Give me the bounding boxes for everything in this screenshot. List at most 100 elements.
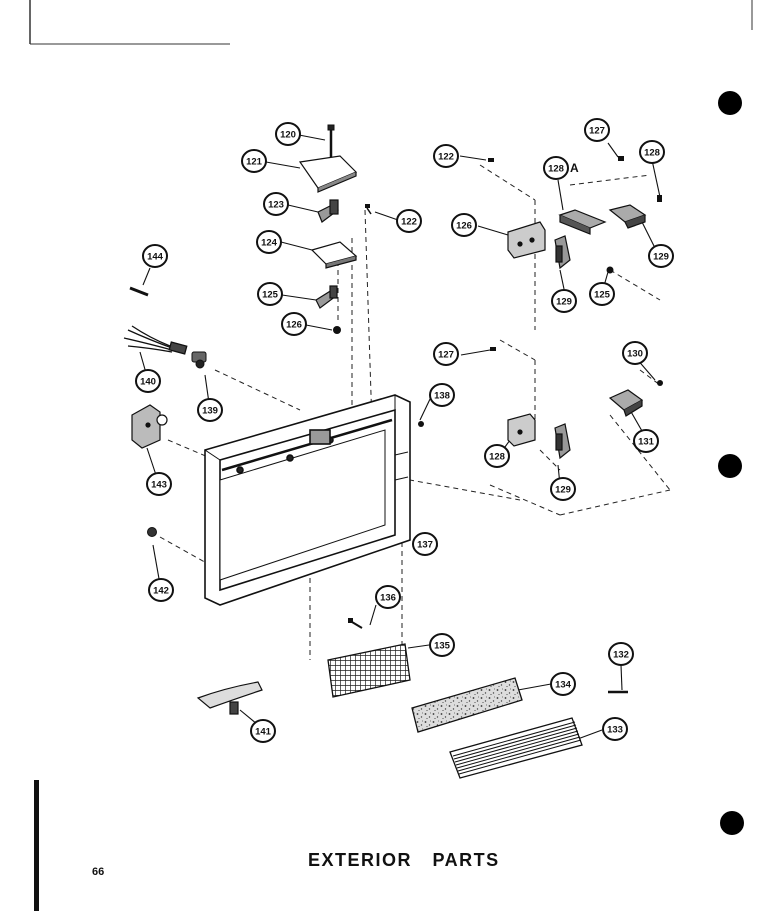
callout-bubble [197, 398, 223, 422]
part-nut-142 [147, 527, 157, 537]
callout-label: 127 [589, 126, 605, 137]
callout-label: 124 [261, 238, 278, 249]
callout-120: 120 [275, 122, 301, 146]
callout-140: 140 [135, 369, 161, 393]
part-screw-122b [488, 158, 494, 162]
callout-label: 139 [202, 406, 218, 417]
callout-label: 129 [556, 297, 572, 308]
callout-142: 142 [148, 578, 174, 602]
callout-label: 138 [434, 391, 450, 402]
part-hinge-129a [554, 235, 571, 270]
callout-bubble [484, 444, 510, 468]
callout-125: 125 [257, 282, 283, 306]
callout-bubble [142, 244, 168, 268]
callout-141: 141 [250, 719, 276, 743]
callout-122: 122 [396, 209, 422, 233]
diagram-caption: EXTERIOR PARTS [308, 850, 500, 870]
callout-label: 122 [401, 217, 417, 228]
callout-bubble [551, 289, 577, 313]
callout-121: 121 [241, 149, 267, 173]
callout-label: 132 [613, 650, 629, 661]
callout-bubble [433, 144, 459, 168]
callout-bubble [396, 209, 422, 233]
punch-holes [718, 91, 744, 835]
callout-label: 123 [268, 200, 284, 211]
callout-123: 123 [263, 192, 289, 216]
callout-bubble [451, 213, 477, 237]
part-bracket-128c [507, 413, 536, 447]
callout-label: 134 [555, 680, 572, 691]
callout-132: 132 [608, 642, 634, 666]
part-screw-127b [490, 347, 496, 351]
callout-bubble [608, 642, 634, 666]
part-filter-panel-134 [411, 677, 523, 733]
callout-label: 129 [653, 252, 669, 263]
callout-label: 130 [627, 349, 643, 360]
part-front-frame-137 [204, 394, 411, 606]
callout-bubble [146, 472, 172, 496]
callout-129: 129 [550, 477, 576, 501]
callout-label: 140 [140, 377, 156, 388]
callout-bubble [281, 312, 307, 336]
callout-label: 128 [489, 452, 505, 463]
callout-label: 142 [153, 586, 169, 597]
callout-bubble [550, 477, 576, 501]
callout-137: 137 [412, 532, 438, 556]
part-hinge-131 [608, 389, 644, 417]
callout-bubble [429, 633, 455, 657]
callout-126: 126 [451, 213, 477, 237]
callout-bubble [135, 369, 161, 393]
callout-133: 133 [602, 717, 628, 741]
callout-bubble [550, 672, 576, 696]
callout-122: 122 [433, 144, 459, 168]
callout-label: 135 [434, 641, 451, 652]
part-nut-125b [606, 266, 614, 274]
part-screw-120 [327, 124, 335, 162]
callout-135: 135 [429, 633, 455, 657]
part-screw-136 [348, 618, 363, 629]
part-plate-124 [310, 241, 358, 269]
callout-bubble [589, 282, 615, 306]
callout-bubble [584, 118, 610, 142]
part-cord-140 [123, 325, 188, 355]
callout-bubble [433, 342, 459, 366]
part-hinge-123 [317, 199, 339, 223]
callout-bubble [633, 429, 659, 453]
callout-bubble [602, 717, 628, 741]
callout-label: 129 [555, 485, 571, 496]
callout-label: 122 [438, 152, 454, 163]
callout-bubble [648, 244, 674, 268]
punch-hole [720, 811, 744, 835]
callout-label: 137 [417, 540, 433, 551]
callout-label: 125 [262, 290, 279, 301]
callout-129: 129 [551, 289, 577, 313]
callout-127: 127 [584, 118, 610, 142]
callout-125: 125 [589, 282, 615, 306]
part-nut-126 [333, 326, 341, 334]
callout-bubble [257, 282, 283, 306]
callout-label: 121 [246, 157, 263, 168]
part-hinge-129c [554, 423, 571, 460]
callout-bubble [429, 383, 455, 407]
callout-124: 124 [256, 230, 282, 254]
callout-label: 144 [147, 252, 164, 263]
callout-139: 139 [197, 398, 223, 422]
part-grille-133 [449, 717, 583, 779]
callout-128: 128 [543, 156, 569, 180]
callout-label: 141 [255, 727, 272, 738]
callout-131: 131 [633, 429, 659, 453]
punch-hole [718, 454, 742, 478]
callout-138: 138 [429, 383, 455, 407]
callout-134: 134 [550, 672, 576, 696]
callout-label: 143 [151, 480, 167, 491]
callout-label: 136 [380, 593, 396, 604]
part-screw-128 [657, 195, 662, 202]
part-screw-127 [618, 156, 624, 161]
callout-129: 129 [648, 244, 674, 268]
callout-136: 136 [375, 585, 401, 609]
callout-bubble [148, 578, 174, 602]
callout-bubble [412, 532, 438, 556]
callout-label: 128 [644, 148, 660, 159]
callout-bubble [622, 341, 648, 365]
